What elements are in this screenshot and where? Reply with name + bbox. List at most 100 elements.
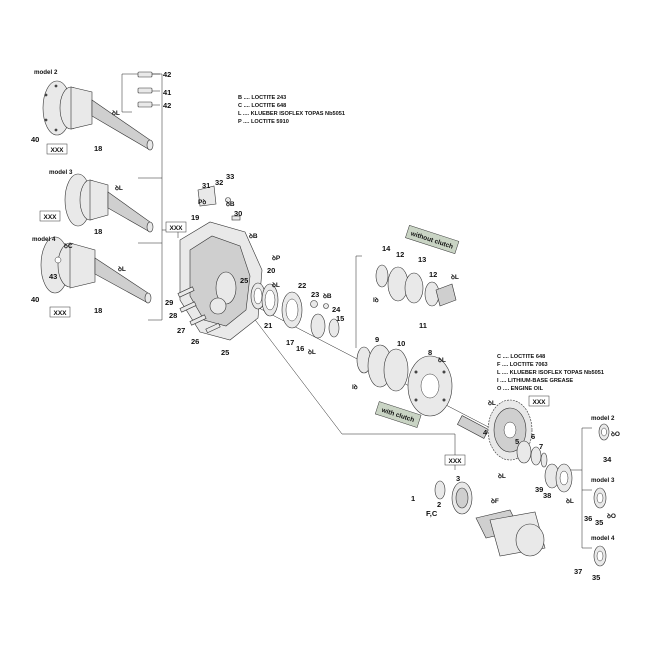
input-pinion <box>434 480 473 515</box>
model-2-label-right: model 2 <box>591 415 615 422</box>
callout-40-b: 40 <box>31 295 39 304</box>
xxx-tag-6: XXX <box>448 458 462 465</box>
legend-top-line-2: C .... LOCTITE 648 <box>238 103 286 109</box>
symbol-L-7: ꝺL <box>438 357 446 364</box>
callout-33: 33 <box>226 172 234 181</box>
callout-26: 26 <box>191 337 199 346</box>
legend-right-line-2: F .... LOCTITE 7063 <box>497 362 548 368</box>
callout-18-c: 18 <box>94 306 102 315</box>
callout-39: 39 <box>535 485 543 494</box>
xxx-tag-5: XXX <box>532 399 546 406</box>
callout-38: 38 <box>543 491 551 500</box>
callout-3: 3 <box>456 474 460 483</box>
main-gear-shaft <box>457 399 548 468</box>
callout-19: 19 <box>191 213 199 222</box>
lubricant-symbols: ꝺL ꝺL ꝺL ꝺC Pꝺ ꝺB ꝺB ꝺP ꝺL ꝺB ꝺL ꝺL Iꝺ ꝺ… <box>64 110 620 520</box>
seal-bearing-stack <box>250 282 340 339</box>
callout-29: 29 <box>165 298 173 307</box>
model-3-label-left: model 3 <box>49 169 73 176</box>
callout-41: 41 <box>163 88 171 97</box>
symbol-L-9: ꝺL <box>498 473 506 480</box>
callout-40-a: 40 <box>31 135 39 144</box>
legend-top: B .... LOCTITE 243 C .... LOCTITE 648 L … <box>238 95 345 125</box>
legend-top-line-4: P .... LOCTITE 5910 <box>238 119 289 125</box>
callout-35-b: 35 <box>592 573 600 582</box>
callout-14: 14 <box>382 244 391 253</box>
symbol-B-2: ꝺB <box>249 233 258 240</box>
callout-18-a: 18 <box>94 144 102 153</box>
right-model-seals <box>593 423 610 567</box>
model-3-label-right: model 3 <box>591 477 615 484</box>
callout-18-b: 18 <box>94 227 102 236</box>
callout-12-b: 12 <box>429 270 437 279</box>
engine-crank-shaft <box>475 509 546 557</box>
output-shaft-model-4 <box>40 236 152 304</box>
callout-30: 30 <box>234 209 242 218</box>
legend-right-line-5: O .... ENGINE OIL <box>497 386 544 392</box>
xxx-tag-1: XXX <box>50 147 64 154</box>
model-4-label-left: model 4 <box>32 236 56 243</box>
legend-top-line-1: B .... LOCTITE 243 <box>238 95 286 101</box>
symbol-F-1: ꝺF <box>491 498 499 505</box>
without-clutch-group <box>375 264 457 307</box>
callout-32: 32 <box>215 178 223 187</box>
callout-numbers: 42 41 42 40 18 18 43 40 18 31 32 33 19 3… <box>31 70 612 582</box>
xxx-tag-3: XXX <box>53 310 67 317</box>
callout-17: 17 <box>286 338 294 347</box>
symbol-L-1: ꝺL <box>112 110 120 117</box>
callout-11: 11 <box>419 321 427 330</box>
symbol-L-10: ꝺL <box>566 498 574 505</box>
legend-top-line-3: L .... KLUEBER ISOFLEX TOPAS Nb5051 <box>238 111 345 117</box>
symbol-L-3: ꝺL <box>118 266 126 273</box>
symbol-L-2: ꝺL <box>115 185 123 192</box>
callout-25-b: 25 <box>221 348 229 357</box>
callout-4: 4 <box>483 428 488 437</box>
callout-34: 34 <box>603 455 612 464</box>
callout-fc: F,C <box>426 509 438 518</box>
callout-21: 21 <box>264 321 272 330</box>
symbol-L-5: ꝺL <box>308 349 316 356</box>
callout-35-a: 35 <box>595 518 603 527</box>
callout-5: 5 <box>515 437 519 446</box>
callout-16: 16 <box>296 344 304 353</box>
callout-7: 7 <box>539 442 543 451</box>
model-labels: model 2 model 3 model 4 model 2 model 3 … <box>32 69 615 542</box>
callout-12-a: 12 <box>396 250 404 259</box>
callout-15: 15 <box>336 314 344 323</box>
callout-24: 24 <box>332 305 341 314</box>
callout-43: 43 <box>49 272 57 281</box>
callout-31: 31 <box>202 181 210 190</box>
symbol-O-1: ꝺO <box>611 431 620 438</box>
callout-23: 23 <box>311 290 319 299</box>
symbol-O-2: ꝺO <box>607 513 616 520</box>
symbol-B-3: ꝺB <box>323 293 332 300</box>
xxx-tag-4: XXX <box>169 225 183 232</box>
legend-right: C .... LOCTITE 648 F .... LOCTITE 7063 L… <box>497 354 604 392</box>
without-clutch-banner: without clutch <box>405 224 460 255</box>
callout-22: 22 <box>298 281 306 290</box>
right-variant-frame <box>566 427 592 549</box>
callout-36: 36 <box>584 514 592 523</box>
callout-10: 10 <box>397 339 405 348</box>
xxx-tag-2: XXX <box>43 214 57 221</box>
callout-9: 9 <box>375 335 379 344</box>
xxx-tags: XXX XXX XXX XXX XXX XXX <box>39 143 550 466</box>
bearing-38-39 <box>544 463 573 493</box>
callout-37: 37 <box>574 567 582 576</box>
screws-41-42 <box>137 71 160 108</box>
model-4-label-right: model 4 <box>591 535 615 542</box>
housing-cover-19 <box>179 185 263 341</box>
legend-right-line-4: I .... LITHIUM-BASE GREASE <box>497 378 573 384</box>
symbol-P-left: Pꝺ <box>198 199 206 206</box>
callout-28: 28 <box>169 311 177 320</box>
symbol-I-2: Iꝺ <box>352 384 358 391</box>
callout-2: 2 <box>437 500 441 509</box>
callout-20: 20 <box>267 266 275 275</box>
callout-27: 27 <box>177 326 185 335</box>
legend-right-line-1: C .... LOCTITE 648 <box>497 354 545 360</box>
callout-42-b: 42 <box>163 101 171 110</box>
model-2-label-left: model 2 <box>34 69 58 76</box>
symbol-C-1: ꝺC <box>64 243 73 250</box>
